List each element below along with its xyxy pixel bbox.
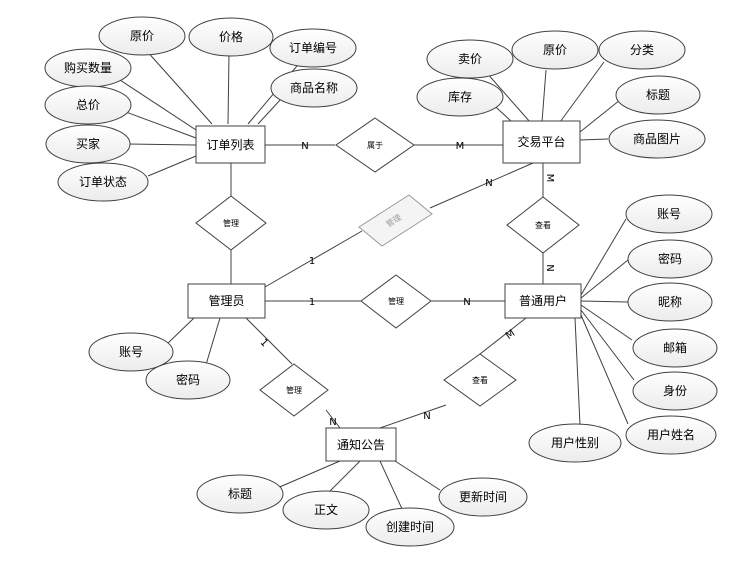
- attribute-trade-original-price[interactable]: 原价: [511, 30, 599, 70]
- entity-label: 普通用户: [519, 293, 567, 308]
- card-view-trade-user: N: [544, 264, 555, 271]
- relationship-label: 管理: [223, 218, 239, 228]
- card-belongs-trade: M: [456, 141, 465, 152]
- entity-notice[interactable]: 通知公告: [325, 427, 397, 462]
- attribute-label: 卖价: [458, 52, 482, 66]
- attribute-label: 原价: [543, 43, 567, 57]
- card-view-trade-trade: M: [544, 174, 555, 183]
- attribute-notice-title[interactable]: 标题: [196, 474, 284, 514]
- entity-order-list[interactable]: 订单列表: [195, 125, 266, 164]
- relationship-manage-notice[interactable]: 管理: [259, 363, 329, 417]
- attribute-order-total[interactable]: 总价: [44, 85, 132, 125]
- attribute-order-number[interactable]: 订单编号: [269, 28, 357, 68]
- attribute-label: 身份: [663, 383, 687, 398]
- attribute-trade-category[interactable]: 分类: [598, 30, 686, 70]
- relationship-label: 属于: [367, 141, 383, 150]
- card-belongs-order: N: [301, 141, 308, 152]
- relationship-manage-trade[interactable]: 管理: [358, 194, 433, 247]
- cardinality-labels: N M 1 N M N 1 N 1 N M N: [258, 141, 555, 428]
- entity-label: 订单列表: [206, 138, 254, 152]
- attribute-label: 买家: [76, 136, 100, 151]
- relationship-manage-order[interactable]: 管理: [195, 195, 267, 251]
- attribute-order-original-price[interactable]: 原价: [98, 16, 186, 56]
- relationship-label: 管理: [286, 385, 302, 395]
- attribute-user-account[interactable]: 账号: [625, 194, 713, 234]
- attribute-label: 密码: [658, 251, 682, 266]
- card-manage-notice-admin: 1: [258, 337, 270, 349]
- attribute-label: 昵称: [658, 295, 682, 309]
- card-manage-notice-notice: N: [329, 417, 336, 428]
- attribute-trade-image[interactable]: 商品图片: [608, 119, 706, 159]
- attribute-label: 邮箱: [663, 340, 687, 355]
- attribute-notice-updated[interactable]: 更新时间: [438, 477, 528, 517]
- attribute-label: 订单状态: [79, 175, 127, 189]
- attribute-label: 原价: [130, 29, 154, 43]
- attribute-user-password[interactable]: 密码: [627, 239, 713, 279]
- attribute-label: 分类: [630, 43, 654, 57]
- attribute-admin-password[interactable]: 密码: [145, 360, 231, 400]
- attribute-notice-body[interactable]: 正文: [282, 490, 370, 530]
- relationship-view-notice[interactable]: 查看: [443, 353, 517, 407]
- attribute-user-nickname[interactable]: 昵称: [627, 282, 713, 322]
- attribute-label: 总价: [76, 98, 100, 112]
- entity-label: 通知公告: [337, 438, 385, 452]
- entity-regular-user[interactable]: 普通用户: [504, 283, 582, 319]
- attribute-user-email[interactable]: 邮箱: [632, 328, 718, 368]
- attribute-label: 账号: [657, 207, 681, 221]
- relationship-label: 管理: [388, 296, 404, 306]
- attribute-label: 商品名称: [290, 80, 338, 95]
- card-manage-trade-admin: 1: [309, 256, 315, 267]
- attribute-order-status[interactable]: 订单状态: [57, 162, 149, 202]
- attribute-label: 账号: [119, 345, 143, 359]
- attribute-trade-sell-price[interactable]: 卖价: [426, 39, 514, 79]
- relationship-label: 查看: [535, 220, 551, 230]
- attribute-label: 标题: [646, 88, 670, 102]
- attribute-order-quantity[interactable]: 购买数量: [44, 48, 132, 88]
- attribute-order-goods-name[interactable]: 商品名称: [270, 68, 358, 108]
- card-view-notice-notice: N: [423, 411, 430, 422]
- attribute-label: 标题: [228, 487, 252, 501]
- attribute-label: 正文: [314, 502, 338, 517]
- relationship-label: 查看: [472, 375, 488, 385]
- entity-administrator[interactable]: 管理员: [187, 283, 266, 319]
- attribute-notice-created[interactable]: 创建时间: [365, 507, 455, 547]
- attribute-trade-stock[interactable]: 库存: [416, 77, 504, 117]
- attribute-order-price[interactable]: 价格: [188, 17, 274, 57]
- attribute-label: 库存: [448, 89, 472, 104]
- attribute-label: 密码: [176, 372, 200, 387]
- entity-trading-platform[interactable]: 交易平台: [502, 120, 581, 164]
- attribute-label: 更新时间: [459, 489, 507, 504]
- attribute-label: 用户性别: [551, 435, 599, 450]
- relationship-manage-user[interactable]: 管理: [360, 274, 432, 329]
- attribute-order-buyer[interactable]: 买家: [45, 124, 131, 164]
- card-manage-trade-trade: N: [485, 178, 492, 189]
- relationship-belongs[interactable]: 属于: [335, 117, 415, 173]
- attribute-user-gender[interactable]: 用户性别: [528, 423, 622, 463]
- attribute-user-identity[interactable]: 身份: [632, 371, 718, 411]
- card-view-notice-user: M: [504, 328, 517, 342]
- card-manage-user-admin: 1: [309, 297, 315, 308]
- attribute-label: 购买数量: [64, 60, 112, 75]
- relationship-links: [230, 144, 544, 429]
- card-manage-user-user: N: [463, 297, 470, 308]
- attribute-label: 价格: [219, 29, 243, 44]
- attribute-trade-title[interactable]: 标题: [615, 75, 701, 115]
- entity-label: 管理员: [208, 293, 244, 308]
- attribute-label: 用户姓名: [647, 427, 695, 442]
- attribute-user-realname[interactable]: 用户姓名: [625, 415, 717, 455]
- attribute-label: 创建时间: [386, 520, 434, 534]
- attribute-label: 商品图片: [633, 131, 681, 146]
- attribute-admin-account[interactable]: 账号: [88, 332, 174, 372]
- relationship-view-trade[interactable]: 查看: [506, 196, 580, 254]
- entity-label: 交易平台: [517, 134, 565, 149]
- attribute-label: 订单编号: [289, 40, 337, 55]
